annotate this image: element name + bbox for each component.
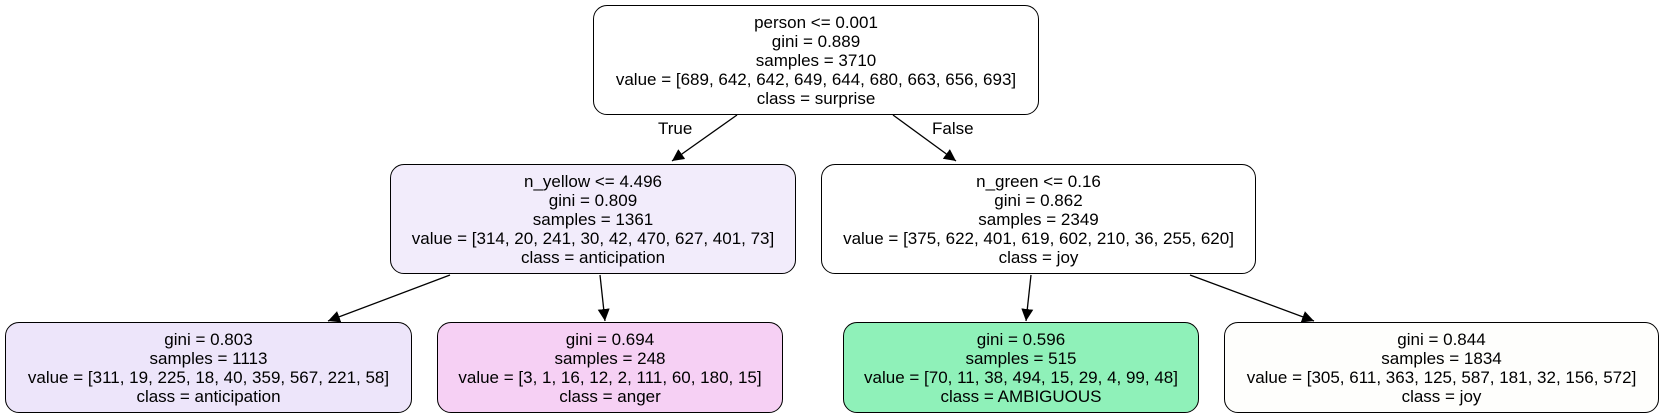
tree-node-right: n_green <= 0.16 gini = 0.862 samples = 2… xyxy=(821,164,1256,274)
node-value: value = [3, 1, 16, 12, 2, 111, 60, 180, … xyxy=(458,367,762,387)
edge-right-rr xyxy=(1189,274,1315,323)
edge-right-rl xyxy=(1021,274,1034,322)
node-gini: gini = 0.809 xyxy=(548,190,638,210)
node-class: class = surprise xyxy=(756,88,876,108)
edge-left-lr xyxy=(597,274,610,322)
node-samples: samples = 1113 xyxy=(149,348,268,368)
edge-label-true: True xyxy=(658,119,693,138)
node-samples: samples = 248 xyxy=(554,348,666,368)
node-class: class = anticipation xyxy=(520,247,666,267)
edge-left-ll xyxy=(327,274,451,323)
node-class: class = AMBIGUOUS xyxy=(940,386,1102,406)
edge-root-left xyxy=(671,114,738,162)
node-gini: gini = 0.844 xyxy=(1397,329,1486,349)
node-value: value = [689, 642, 642, 649, 644, 680, 6… xyxy=(615,69,1017,89)
edge-label-false: False xyxy=(932,119,974,138)
node-gini: gini = 0.694 xyxy=(565,329,655,349)
node-value: value = [375, 622, 401, 619, 602, 210, 3… xyxy=(843,228,1234,248)
node-gini: gini = 0.862 xyxy=(994,190,1083,210)
node-value: value = [70, 11, 38, 494, 15, 29, 4, 99,… xyxy=(864,367,1178,387)
node-split-condition: person <= 0.001 xyxy=(754,12,878,32)
node-value: value = [314, 20, 241, 30, 42, 470, 627,… xyxy=(411,228,775,248)
node-gini: gini = 0.889 xyxy=(771,31,861,51)
node-samples: samples = 2349 xyxy=(978,209,1099,229)
node-split-condition: n_green <= 0.16 xyxy=(976,171,1101,191)
node-class: class = anticipation xyxy=(136,386,281,406)
node-samples: samples = 1361 xyxy=(532,209,654,229)
node-class: class = joy xyxy=(1401,386,1482,406)
edge-root-right xyxy=(892,114,957,162)
node-gini: gini = 0.803 xyxy=(164,329,253,349)
tree-leaf-rr: gini = 0.844 samples = 1834 value = [305… xyxy=(1224,322,1659,413)
node-value: value = [311, 19, 225, 18, 40, 359, 567,… xyxy=(27,367,390,387)
tree-node-left: n_yellow <= 4.496 gini = 0.809 samples =… xyxy=(390,164,796,274)
node-samples: samples = 1834 xyxy=(1381,348,1502,368)
node-value: value = [305, 611, 363, 125, 587, 181, 3… xyxy=(1246,367,1637,387)
node-samples: samples = 3710 xyxy=(755,50,877,70)
node-split-condition: n_yellow <= 4.496 xyxy=(524,171,662,191)
node-gini: gini = 0.596 xyxy=(976,329,1066,349)
tree-leaf-lr: gini = 0.694 samples = 248 value = [3, 1… xyxy=(437,322,783,413)
tree-leaf-ll: gini = 0.803 samples = 1113 value = [311… xyxy=(5,322,412,413)
node-samples: samples = 515 xyxy=(965,348,1077,368)
tree-leaf-rl: gini = 0.596 samples = 515 value = [70, … xyxy=(843,322,1199,413)
node-class: class = anger xyxy=(559,386,661,406)
tree-node-root: person <= 0.001 gini = 0.889 samples = 3… xyxy=(593,5,1039,115)
node-class: class = joy xyxy=(998,247,1079,267)
